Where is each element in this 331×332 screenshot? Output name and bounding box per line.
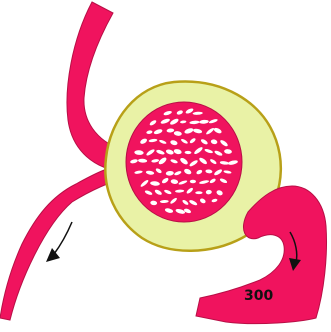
label-number: 300 (244, 288, 273, 304)
capillary-pore (190, 180, 196, 183)
glomerulus-tuft (126, 102, 242, 222)
capillary-pore (195, 191, 202, 194)
